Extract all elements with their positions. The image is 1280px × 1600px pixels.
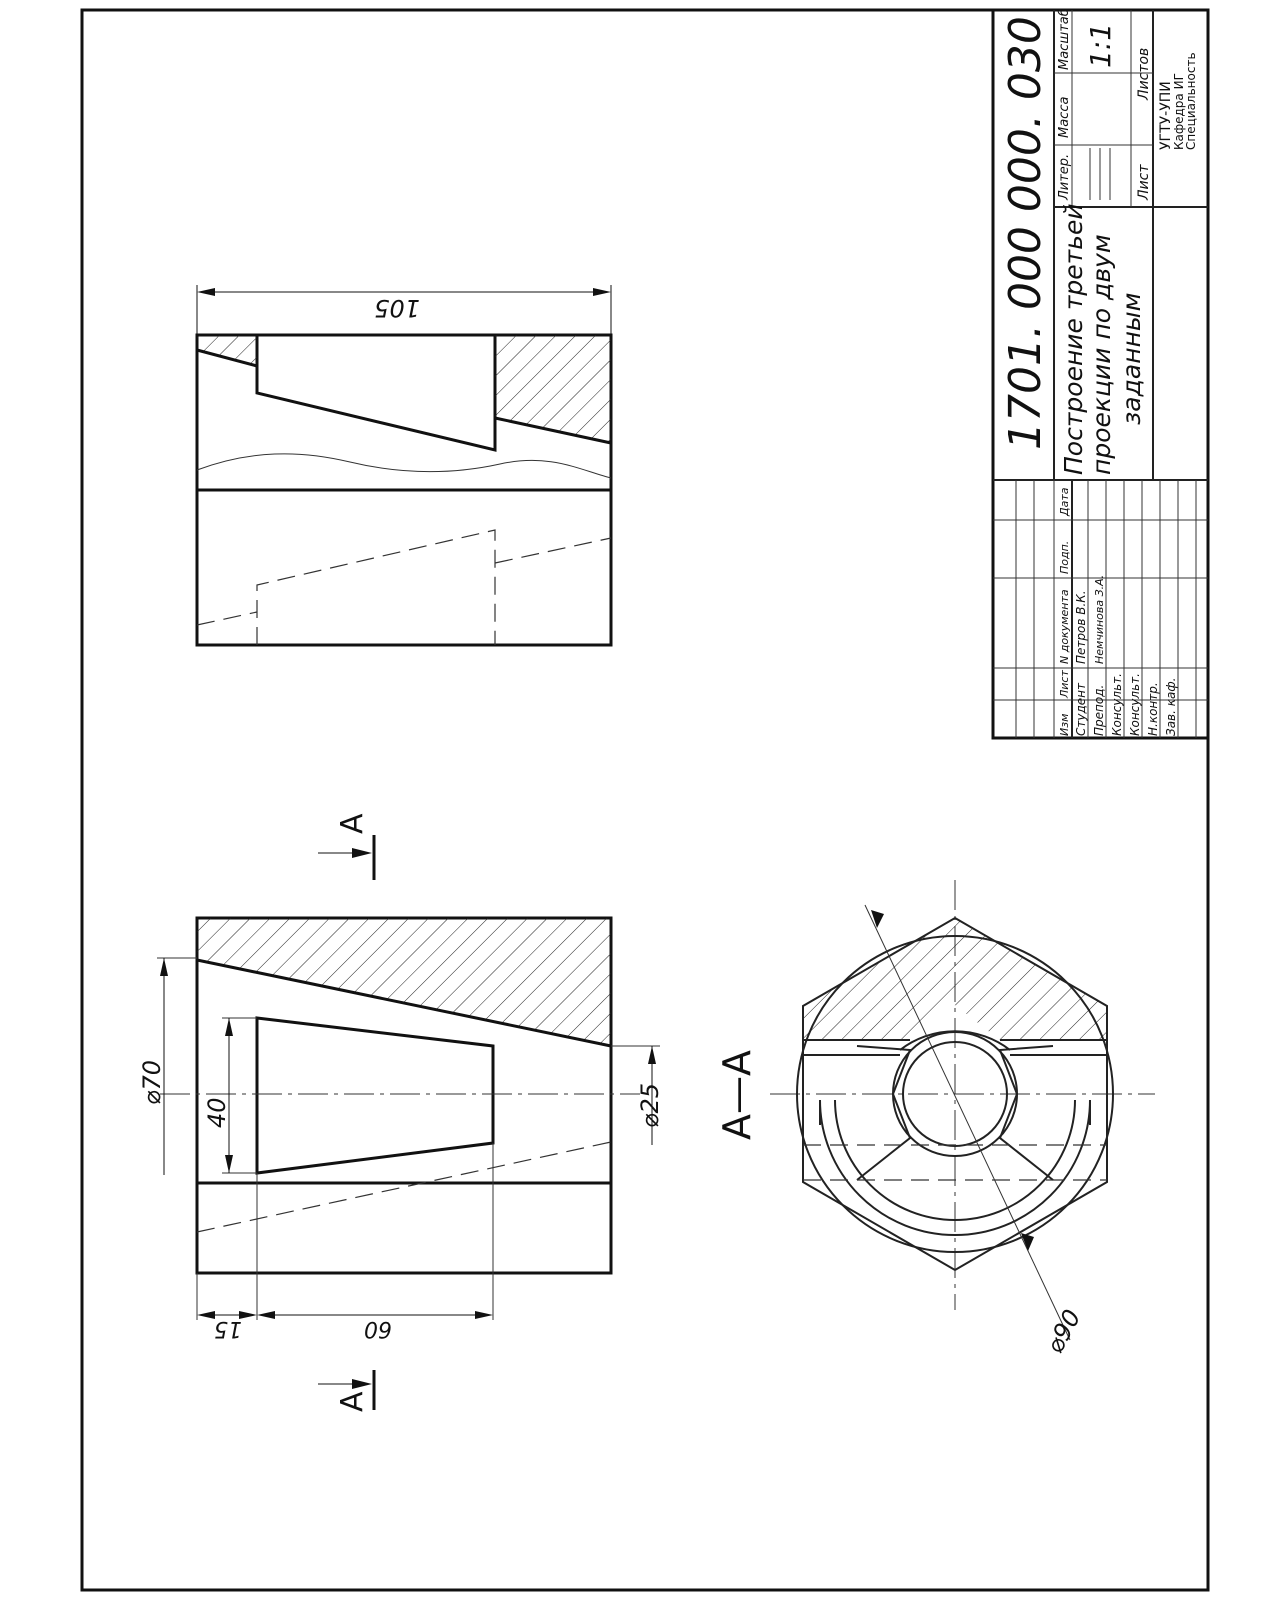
col-mass: Масса (1057, 97, 1072, 138)
dim-dia-25: ⌀25 (636, 1083, 664, 1128)
role-teacher: Препод. (1092, 685, 1106, 736)
section-view: ⌀90 (770, 880, 1155, 1358)
title-block: 1701. 000 000. 030 Построение третьей пр… (991, 8, 1210, 740)
cut-letter-bottom: A (335, 1391, 370, 1412)
dim-40: 40 (203, 1097, 231, 1128)
role-head: Зав. каф. (1164, 678, 1178, 736)
head-doc: N документа (1058, 589, 1071, 664)
head-sign: Подп. (1058, 541, 1071, 574)
dim-105: 105 (374, 294, 420, 322)
cut-letter-top: A (335, 813, 370, 834)
col-liter: Литер. (1057, 154, 1072, 201)
name-student: Петров В.К. (1074, 590, 1088, 664)
name-teacher: Немчинова З.А. (1093, 575, 1106, 664)
cut-marker-bottom: A (318, 1370, 376, 1412)
head-date: Дата (1058, 487, 1071, 517)
title-line3: заданным (1117, 292, 1146, 425)
col-scale: Масштаб (1057, 8, 1072, 70)
head-list: Лист (1058, 670, 1071, 699)
org-line1: УГТУ-УПИ (1158, 81, 1174, 150)
org-line2: Кафедра ИГ (1172, 73, 1186, 150)
dim-60: 60 (364, 1316, 392, 1341)
head-izm: Изм (1058, 714, 1071, 736)
title-line1: Построение третьей (1059, 203, 1088, 475)
role-consult-1: Консульт. (1110, 673, 1124, 736)
role-ncontrol: Н.контр. (1146, 682, 1160, 736)
dim-dia-70: ⌀70 (138, 1060, 166, 1105)
org-line3: Специальность (1184, 52, 1198, 150)
role-consult-2: Консульт. (1128, 673, 1142, 736)
doc-number: 1701. 000 000. 030 (1000, 16, 1051, 450)
sheet-label: Лист (1136, 164, 1152, 201)
sheets-label: Листов (1136, 48, 1152, 101)
role-student: Студент (1074, 682, 1088, 736)
cut-marker-top: A (318, 813, 376, 880)
dim-dia-90: ⌀90 (1041, 1305, 1087, 1358)
section-label: A—A (715, 1050, 759, 1140)
scale-value: 1:1 (1084, 23, 1117, 68)
front-view: ⌀70 40 ⌀25 15 60 (138, 916, 664, 1341)
title-line2: проекции по двум (1087, 234, 1116, 475)
top-view: 105 (195, 285, 613, 647)
sheet-frame (80, 8, 1210, 1592)
dim-15: 15 (214, 1316, 242, 1341)
